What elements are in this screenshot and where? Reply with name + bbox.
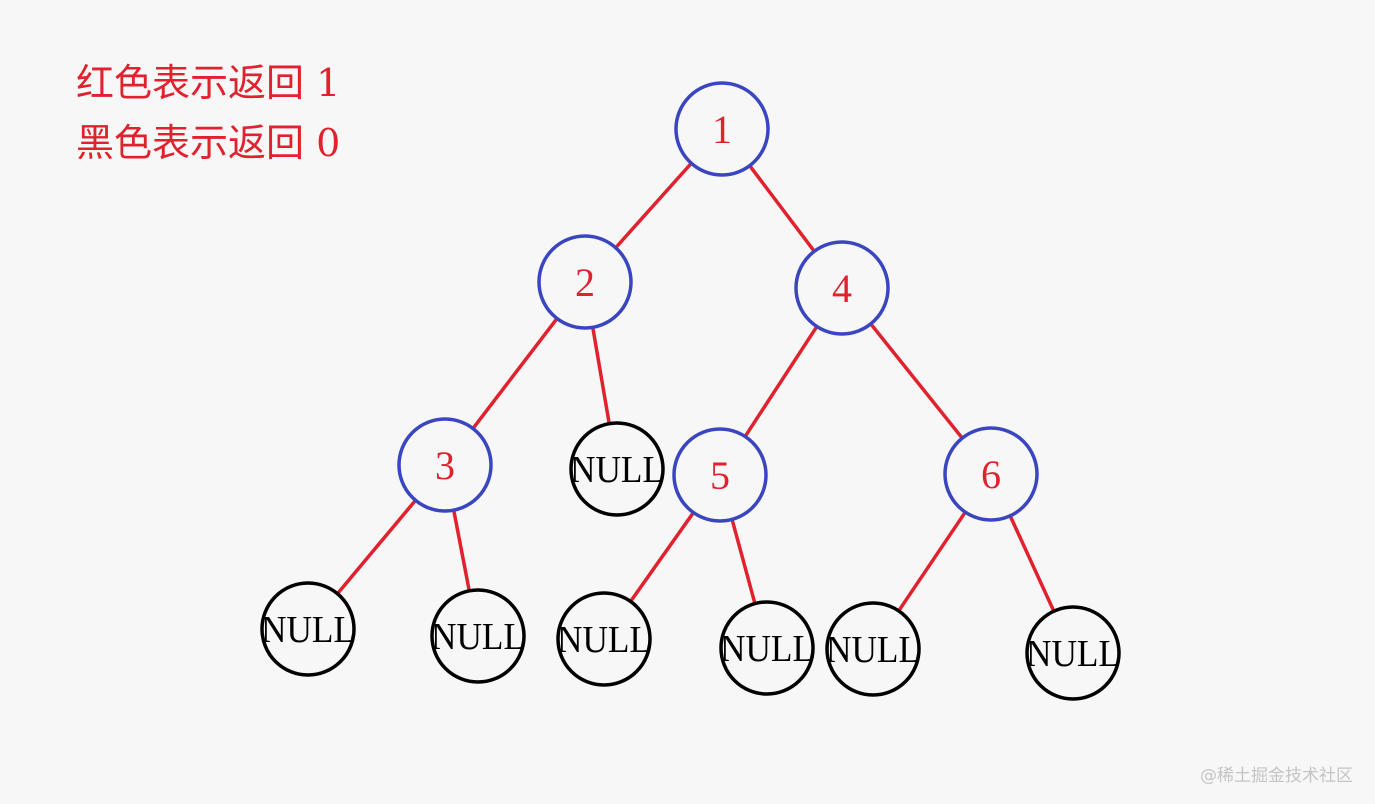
null-node-nullB: NULL: [260, 581, 356, 677]
tree-edges: [337, 163, 1055, 612]
node-circle: [672, 427, 768, 523]
node-circle: [943, 426, 1039, 522]
node-label: 6: [981, 452, 1001, 497]
null-node-nullA: NULL: [569, 421, 665, 517]
edge-n4-n6: [870, 323, 963, 439]
node-circle: [719, 600, 815, 696]
tree-node-n1: 1: [674, 81, 770, 177]
node-label: NULL: [557, 619, 651, 661]
node-label: 4: [832, 266, 852, 311]
edge-n2-nullA: [591, 327, 611, 424]
node-circle: [430, 588, 526, 684]
node-label: NULL: [720, 628, 814, 670]
null-node-nullF: NULL: [825, 601, 921, 697]
node-label: 1: [712, 107, 732, 152]
node-circle: [825, 601, 921, 697]
node-label: NULL: [1026, 633, 1120, 675]
edge-n6-nullF: [898, 512, 966, 611]
node-circle: [260, 581, 356, 677]
node-label: NULL: [261, 609, 355, 651]
legend-red-returns-1: 红色表示返回 1: [76, 61, 341, 105]
edge-n3-nullB: [337, 500, 416, 594]
tree-node-n5: 5: [672, 427, 768, 523]
edge-n1-n4: [749, 165, 815, 252]
edge-n5-nullD: [629, 512, 695, 602]
node-label: 5: [710, 453, 730, 498]
node-label: NULL: [431, 616, 525, 658]
node-circle: [1025, 605, 1121, 701]
edge-n1-n2: [615, 163, 692, 248]
null-node-nullE: NULL: [719, 600, 815, 696]
edge-n2-n3: [472, 318, 558, 429]
edge-n3-nullC: [452, 510, 471, 591]
tree-node-n3: 3: [397, 417, 493, 513]
null-node-nullD: NULL: [556, 591, 652, 687]
tree-node-n4: 4: [794, 240, 890, 336]
edge-n6-nullG: [1009, 515, 1055, 612]
null-node-nullC: NULL: [430, 588, 526, 684]
node-label: 3: [435, 443, 455, 488]
node-circle: [537, 234, 633, 330]
node-circle: [397, 417, 493, 513]
node-circle: [794, 240, 890, 336]
node-circle: [556, 591, 652, 687]
node-label: 2: [575, 260, 595, 305]
tree-node-n2: 2: [537, 234, 633, 330]
node-label: NULL: [826, 629, 920, 671]
tree-node-n6: 6: [943, 426, 1039, 522]
null-node-nullG: NULL: [1025, 605, 1121, 701]
edge-n4-n5: [744, 326, 818, 437]
node-circle: [674, 81, 770, 177]
legend-black-returns-0: 黑色表示返回 0: [76, 121, 341, 165]
node-circle: [569, 421, 665, 517]
node-label: NULL: [570, 449, 664, 491]
juejin-watermark: @稀土掘金技术社区: [1200, 766, 1353, 786]
edge-n5-nullE: [730, 519, 757, 604]
